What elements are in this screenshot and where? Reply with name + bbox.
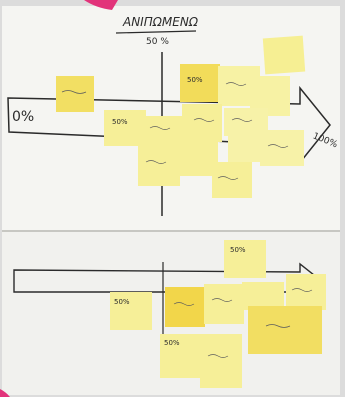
sticky-note (228, 134, 268, 162)
sticky-note (182, 104, 222, 142)
lower-sticky-notes (110, 240, 326, 388)
note-label: 50% (164, 339, 180, 347)
note-scribbles (61, 82, 313, 358)
upper-scale-arrow (7, 85, 331, 163)
corner-accent-top (84, 0, 118, 10)
sticky-note (248, 306, 322, 354)
sticky-note (160, 334, 200, 378)
sticky-note (104, 110, 146, 146)
sticky-note (204, 284, 244, 324)
sticky-note (224, 240, 266, 278)
sticky-note (286, 274, 326, 310)
sticky-note (180, 64, 220, 102)
note-label: 50% (187, 76, 203, 84)
midpoint-label: 50 % (146, 37, 169, 47)
note-label: 50% (230, 246, 246, 254)
sticky-note (110, 292, 152, 330)
note-label: 50% (114, 298, 130, 306)
upper-sticky-notes (56, 35, 306, 198)
sticky-note (212, 162, 252, 198)
sticky-note (56, 76, 94, 112)
corner-accent-bottom (0, 389, 10, 397)
sticky-note (200, 334, 242, 388)
sticky-note (242, 282, 284, 310)
board-title: ΑΝΙΠΩΜΕΝΩ (122, 15, 199, 29)
sticky-note (180, 142, 218, 176)
note-label: 50% (112, 118, 128, 126)
scale-start-label: 0% (12, 109, 34, 125)
sticky-note (165, 287, 205, 327)
sticky-note (262, 35, 306, 75)
sticky-note (144, 116, 186, 146)
sticky-note (138, 146, 180, 186)
